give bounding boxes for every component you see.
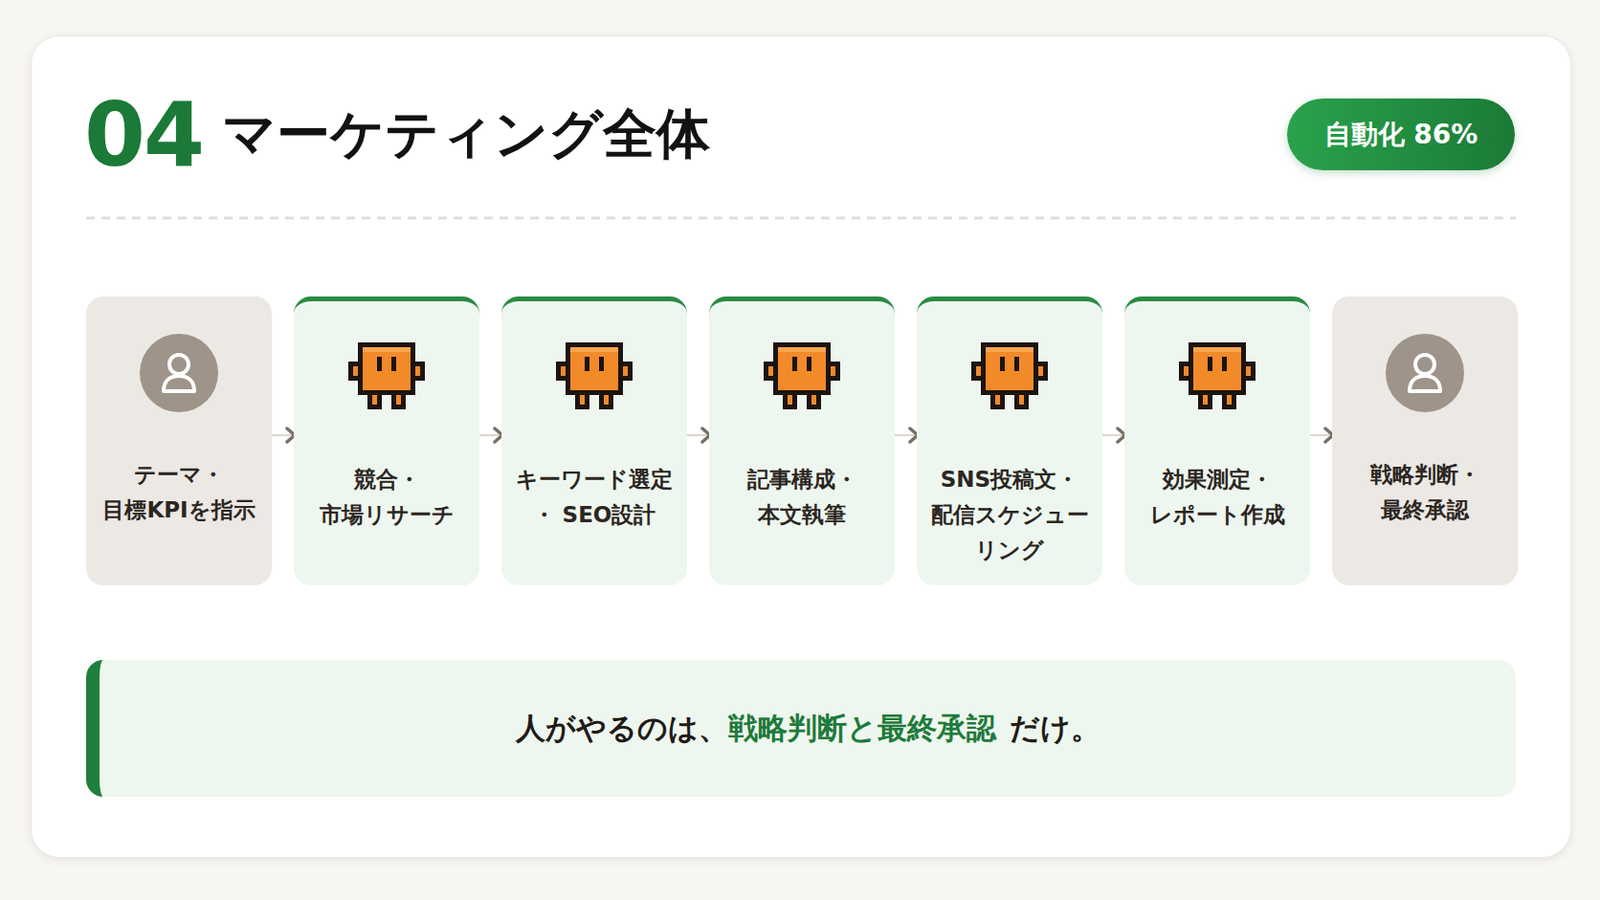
flow-arrow bbox=[1102, 434, 1125, 437]
flow-arrow bbox=[894, 434, 917, 437]
flow-arrow bbox=[271, 434, 294, 437]
robot-icon bbox=[763, 342, 841, 410]
robot-icon bbox=[1178, 342, 1256, 410]
agent-step-box: 競合・ 市場リサーチ bbox=[293, 296, 480, 586]
robot-icon bbox=[348, 342, 425, 410]
step-label: 競合・ 市場リサーチ bbox=[299, 462, 474, 534]
highlight-text: 戦略判断と最終承認 bbox=[728, 709, 997, 750]
step-label: テーマ・ 目標KPIを指示 bbox=[91, 457, 267, 529]
human-step-box: テーマ・ 目標KPIを指示 bbox=[86, 296, 272, 586]
automation-badge: 自動化 86% bbox=[1287, 98, 1515, 171]
agent-step-box: キーワード選定・ SEO設計 bbox=[501, 296, 688, 586]
summary-text: 人がやるのは、 bbox=[515, 709, 729, 750]
step-label: 戦略判断・ 最終承認 bbox=[1337, 457, 1512, 529]
flow-arrow bbox=[479, 434, 502, 437]
dashed-divider bbox=[86, 217, 1516, 221]
person-icon bbox=[1385, 333, 1465, 413]
page-title: マーケティング全体 bbox=[222, 107, 711, 161]
step-label: キーワード選定・ SEO設計 bbox=[507, 462, 682, 534]
person-icon bbox=[139, 333, 219, 413]
badge-text: 自動化 86% bbox=[1324, 116, 1479, 154]
agent-step-box: 記事構成・ 本文執筆 bbox=[709, 296, 895, 586]
step-label: 効果測定・ レポート作成 bbox=[1130, 462, 1305, 534]
summary-banner: 人がやるのは、戦略判断と最終承認だけ。 bbox=[86, 660, 1516, 798]
agent-step-box: SNS投稿文・ 配信スケジューリング bbox=[916, 296, 1103, 586]
flow-arrow bbox=[687, 434, 710, 437]
flow-arrow bbox=[1310, 434, 1333, 437]
step-label: SNS投稿文・ 配信スケジューリング bbox=[922, 462, 1097, 569]
step-label: 記事構成・ 本文執筆 bbox=[714, 462, 889, 534]
robot-icon bbox=[555, 342, 633, 410]
section-number: 04 bbox=[84, 91, 203, 180]
summary-text: だけ。 bbox=[1009, 709, 1101, 750]
human-step-box: 戦略判断・ 最終承認 bbox=[1332, 296, 1518, 586]
agent-step-box: 効果測定・ レポート作成 bbox=[1124, 296, 1311, 586]
robot-icon bbox=[971, 342, 1048, 410]
